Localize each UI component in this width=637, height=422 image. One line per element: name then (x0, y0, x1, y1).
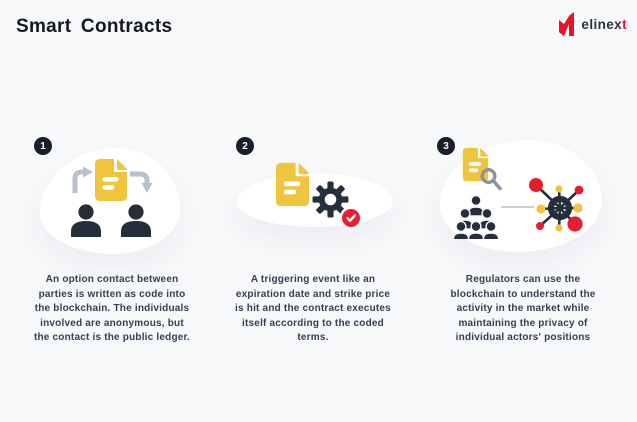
checkmark-glyph (346, 214, 356, 222)
step2-number-badge: 2 (236, 137, 254, 155)
brand-name: elinext (581, 16, 627, 32)
brand-logo: elinext (556, 11, 627, 37)
person-icon (121, 204, 151, 237)
step2-number: 2 (242, 140, 248, 152)
check-badge-icon (342, 209, 360, 227)
step2-description: A triggering event like an expiration da… (235, 274, 391, 344)
step3-description: Regulators can use the blockchain to und… (450, 274, 596, 344)
page-title: Smart Contracts (16, 16, 173, 37)
step3-number-badge: 3 (437, 137, 455, 155)
document-icon (276, 162, 309, 207)
network-icon (529, 178, 584, 232)
gear-icon (312, 181, 349, 218)
connector-line (501, 206, 534, 208)
person-icon (71, 204, 101, 237)
magnifier-icon (480, 167, 502, 191)
elinext-n-icon (559, 12, 575, 36)
document-icon (95, 159, 127, 201)
arrow-down-right-icon (130, 171, 153, 193)
step1-number: 1 (40, 140, 46, 152)
step3-number: 3 (443, 140, 449, 152)
step1-description: An option contact between parties is wri… (33, 274, 191, 344)
arrow-up-right-icon (72, 166, 93, 193)
step1-number-badge: 1 (34, 137, 52, 155)
crowd-icon (453, 195, 499, 239)
